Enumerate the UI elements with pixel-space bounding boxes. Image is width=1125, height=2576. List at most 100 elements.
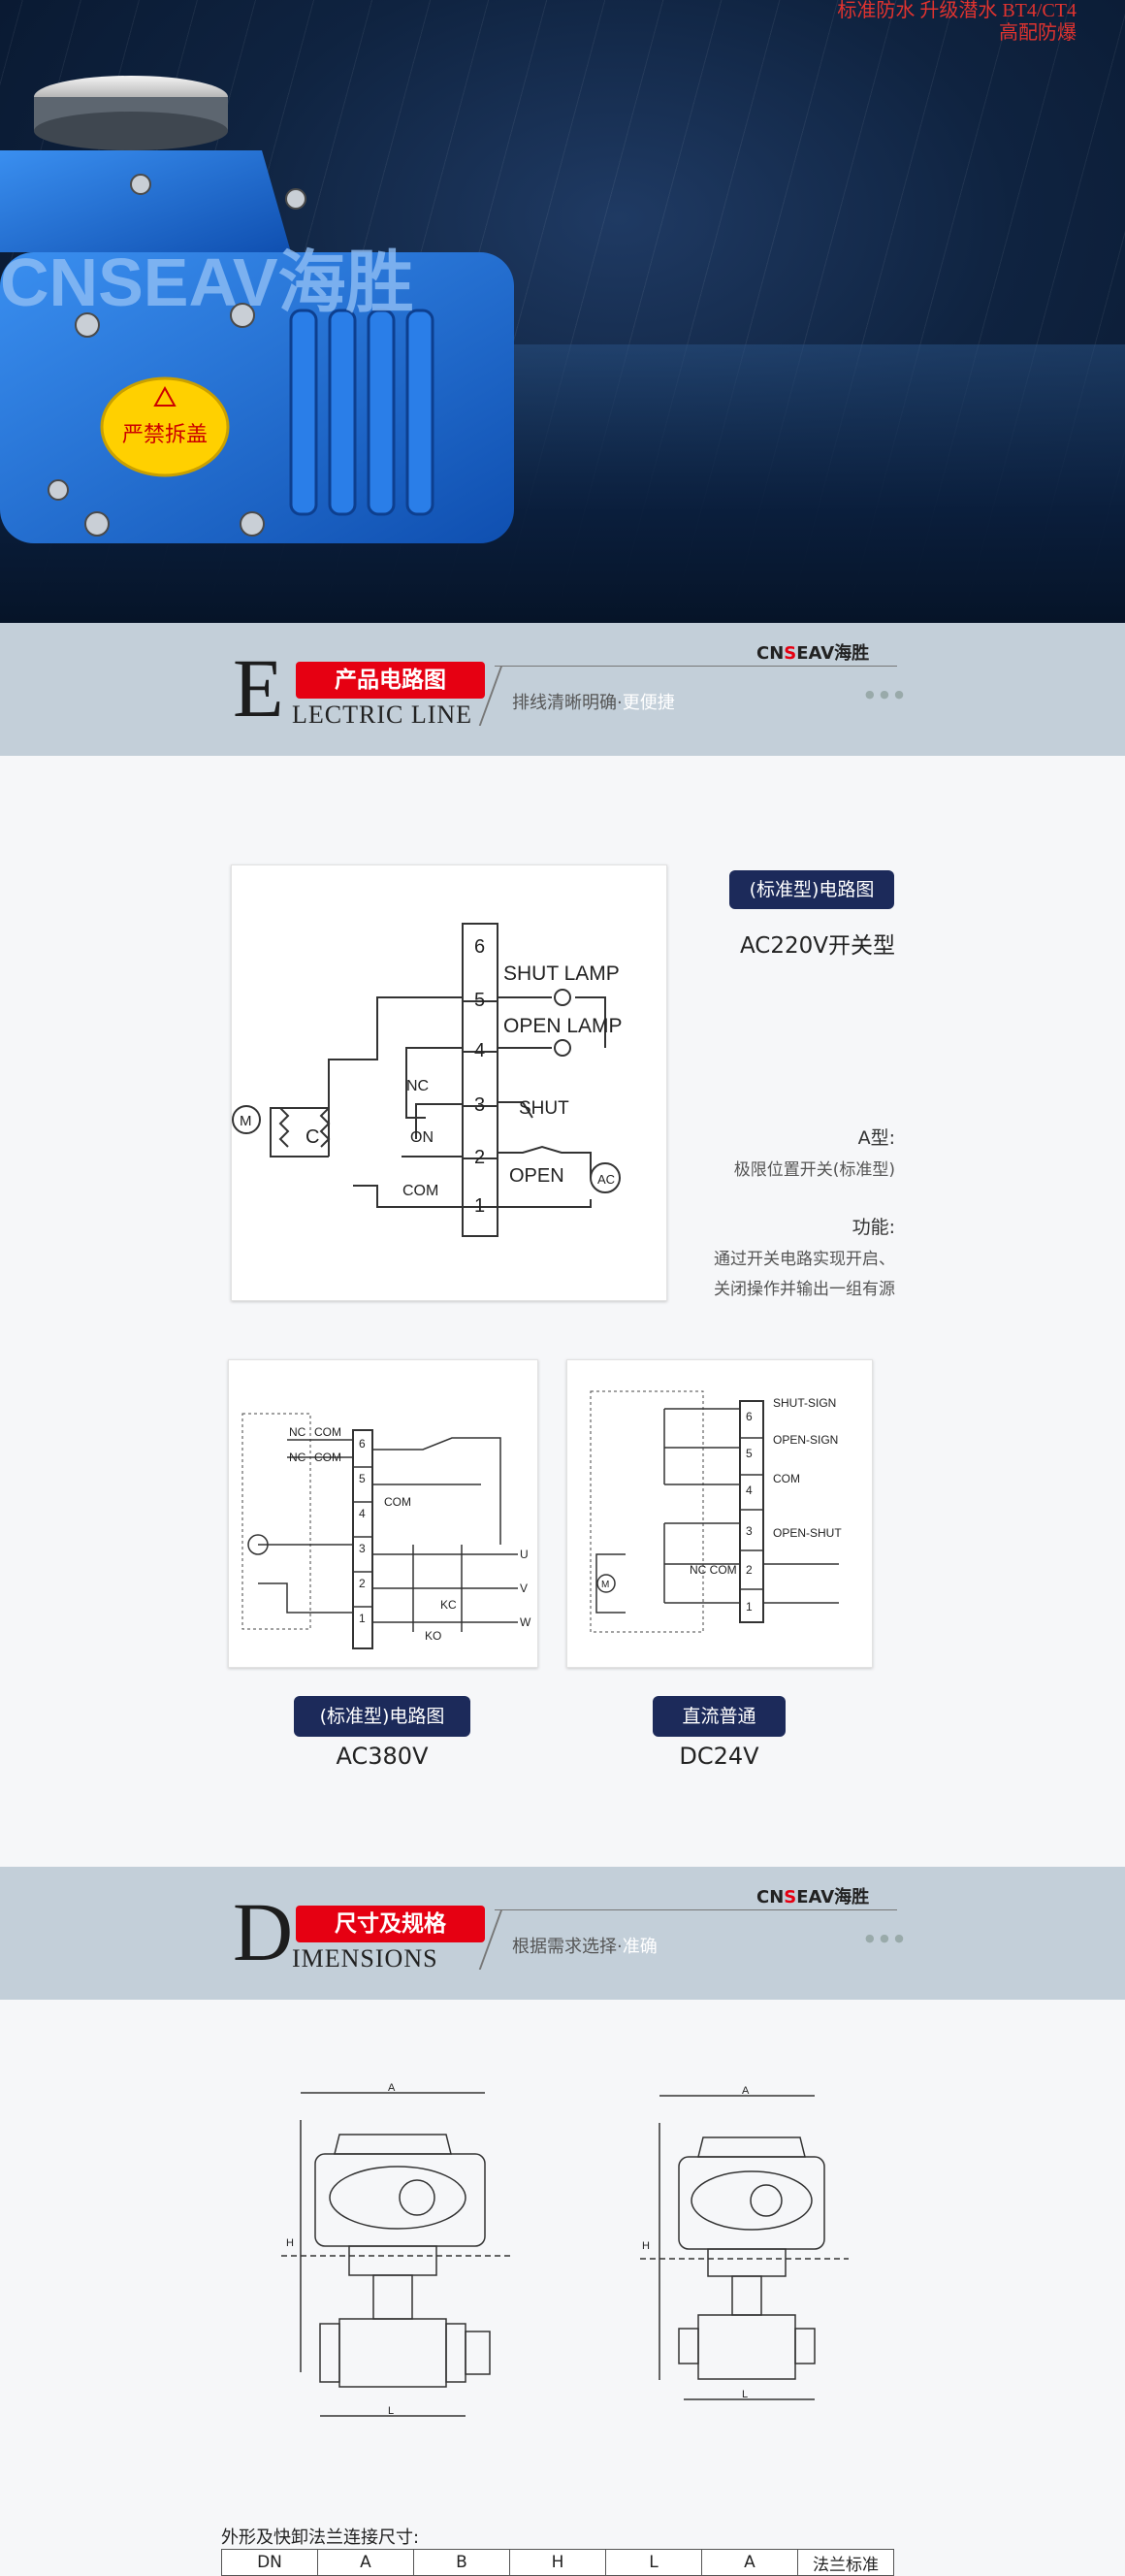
svg-text:L: L (742, 2389, 748, 2400)
circuit-24-caption: DC24V (679, 1743, 759, 1770)
warning-label-text: 严禁拆盖 (122, 422, 208, 446)
table-header-cell: A (317, 2549, 414, 2576)
svg-text:COM: COM (773, 1472, 800, 1485)
header-dots: ● ● ● (865, 688, 905, 701)
header-title-badge: 产品电路图 (296, 662, 485, 699)
hero-tagline: 标准防水 升级潜水 BT4/CT4 高配防爆 (837, 0, 1077, 45)
table-caption: 外形及快卸法兰连接尺寸: (221, 2527, 420, 2548)
shut-lamp-icon (554, 989, 571, 1006)
function-line1: 通过开关电路实现开启、 (714, 1250, 895, 1269)
svg-text:COM: COM (402, 1183, 438, 1199)
circuit-380-badge: (标准型)电路图 (294, 1696, 470, 1737)
table-header-cell: L (605, 2549, 702, 2576)
hero-tagline-line2: 高配防爆 (999, 22, 1077, 44)
svg-text:V: V (520, 1581, 528, 1595)
actuator-logo-text: CNSEAV海胜 (0, 245, 414, 320)
svg-text:3: 3 (746, 1524, 753, 1538)
hero-banner: 标准防水 升级潜水 BT4/CT4 高配防爆 CNSEA (0, 0, 1125, 623)
a-type-value: 极限位置开关(标准型) (733, 1160, 895, 1180)
svg-text:KC: KC (440, 1598, 457, 1612)
svg-text:6: 6 (746, 1410, 753, 1423)
svg-text:OPEN-SIGN: OPEN-SIGN (773, 1433, 838, 1447)
header-subtitle: LECTRIC LINE (292, 701, 473, 729)
motor-icon (596, 1574, 616, 1593)
svg-text:3: 3 (474, 1094, 485, 1116)
svg-text:OPEN-SHUT: OPEN-SHUT (773, 1526, 842, 1540)
svg-text:SHUT: SHUT (519, 1098, 569, 1119)
warning-label-icon (100, 376, 230, 477)
svg-text:5: 5 (474, 990, 485, 1011)
dimension-table: DN A B H L A 法兰标准 (221, 2549, 894, 2576)
svg-text:W: W (520, 1615, 531, 1629)
hero-tagline-line1: 标准防水 升级潜水 BT4/CT4 (837, 0, 1077, 21)
svg-text:5: 5 (746, 1447, 753, 1460)
svg-text:A: A (742, 2085, 750, 2097)
svg-text:6: 6 (474, 936, 485, 958)
circuit-diagram-ac380v: NC COM NC COM COM 6 5 4 3 2 1 U V W KC K… (228, 1359, 538, 1668)
table-header-cell: DN (221, 2549, 318, 2576)
svg-text:OPEN: OPEN (509, 1165, 564, 1187)
svg-text:COM: COM (314, 1451, 341, 1464)
header-big-letter: D (233, 1885, 294, 1978)
circuit-380-caption: AC380V (336, 1743, 429, 1770)
svg-text:4: 4 (474, 1040, 485, 1061)
header-rule (495, 666, 897, 667)
electric-line-header: E 产品电路图 LECTRIC LINE 排线清晰明确·更便捷 CNSEAV海胜… (0, 623, 1125, 756)
header-rule (495, 1909, 897, 1910)
open-lamp-icon (554, 1039, 571, 1057)
svg-text:COM: COM (384, 1495, 411, 1509)
circuit-24-badge: 直流普通 (653, 1696, 786, 1737)
table-header-row: DN A B H L A 法兰标准 (221, 2549, 894, 2576)
circuit-diagram-dc24v: SHUT-SIGN OPEN-SIGN COM OPEN-SHUT NC COM… (566, 1359, 873, 1668)
brand-logo: CNSEAV海胜 (756, 643, 870, 664)
svg-text:2: 2 (746, 1563, 753, 1577)
svg-text:NC: NC (289, 1425, 306, 1439)
header-description: 根据需求选择·准确 (512, 1937, 658, 1957)
svg-text:2: 2 (359, 1577, 366, 1590)
motor-icon (232, 1105, 261, 1134)
a-type-label: A型: (857, 1127, 895, 1149)
svg-text:5: 5 (359, 1472, 366, 1485)
svg-text:M: M (601, 1580, 609, 1590)
table-header-cell: B (413, 2549, 510, 2576)
header-dots: ● ● ● (865, 1932, 905, 1944)
svg-text:1: 1 (746, 1600, 753, 1614)
svg-text:2: 2 (474, 1147, 485, 1168)
header-big-letter: E (233, 641, 284, 734)
header-description: 排线清晰明确·更便捷 (512, 693, 675, 713)
svg-text:NC COM: NC COM (690, 1563, 737, 1577)
function-label: 功能: (852, 1217, 895, 1238)
svg-text:L: L (388, 2405, 394, 2417)
svg-text:U: U (520, 1548, 529, 1561)
brand-logo: CNSEAV海胜 (756, 1887, 870, 1908)
circuit-diagram-ac220v: 6 5 4 3 2 1 SHUT LAMP OPEN LAMP NC ON CO… (231, 864, 667, 1301)
table-header-cell: H (509, 2549, 606, 2576)
svg-text:ON: ON (410, 1129, 434, 1146)
svg-text:C: C (305, 1126, 319, 1148)
svg-text:M: M (240, 1113, 252, 1129)
motor-icon (247, 1534, 269, 1555)
svg-text:H: H (642, 2240, 650, 2252)
svg-text:4: 4 (746, 1484, 753, 1497)
svg-text:6: 6 (359, 1437, 366, 1451)
ac-source-icon (590, 1162, 621, 1193)
function-line2: 关闭操作并输出一组有源 (714, 1280, 895, 1299)
header-title-badge: 尺寸及规格 (296, 1906, 485, 1942)
dimension-drawing-quick-clamp: A H L (640, 2085, 849, 2400)
electric-actuator-image: CNSEAV海胜 严禁拆盖 (0, 76, 514, 543)
dimensions-header: D 尺寸及规格 IMENSIONS 根据需求选择·准确 CNSEAV海胜 ● ●… (0, 1867, 1125, 2000)
table-header-cell: A (701, 2549, 798, 2576)
header-subtitle: IMENSIONS (292, 1944, 438, 1973)
svg-text:OPEN LAMP: OPEN LAMP (503, 1015, 623, 1037)
circuit-main-badge: (标准型)电路图 (729, 870, 894, 909)
svg-text:AC: AC (597, 1172, 615, 1187)
svg-text:H: H (286, 2237, 294, 2249)
svg-text:A: A (388, 2082, 396, 2094)
svg-text:1: 1 (359, 1612, 366, 1625)
svg-text:KO: KO (425, 1629, 441, 1643)
svg-text:SHUT-SIGN: SHUT-SIGN (773, 1396, 836, 1410)
svg-text:NC: NC (406, 1078, 429, 1094)
svg-text:4: 4 (359, 1507, 366, 1520)
svg-text:NC: NC (289, 1451, 306, 1464)
svg-text:SHUT LAMP: SHUT LAMP (503, 962, 620, 985)
